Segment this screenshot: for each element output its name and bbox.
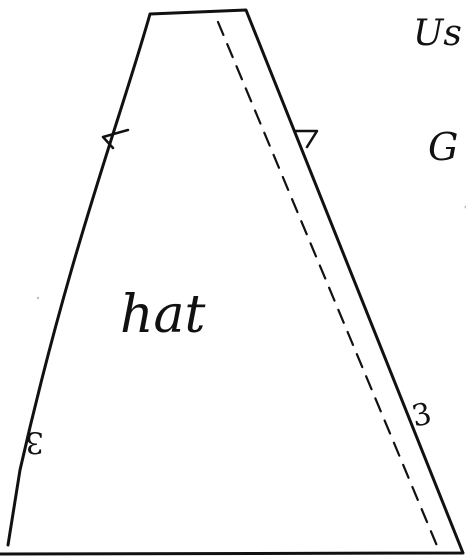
side-text-mid: G <box>428 125 458 169</box>
seam-line <box>216 20 442 555</box>
piece-label: hat <box>120 285 205 345</box>
notch-right-top <box>294 129 319 149</box>
side-text-top: Us <box>413 13 462 54</box>
notch-left-top <box>101 128 130 150</box>
hat-piece-outline <box>0 8 465 556</box>
notch-left-bottom-mark: 3 <box>25 424 44 459</box>
paper-specks <box>36 205 466 300</box>
